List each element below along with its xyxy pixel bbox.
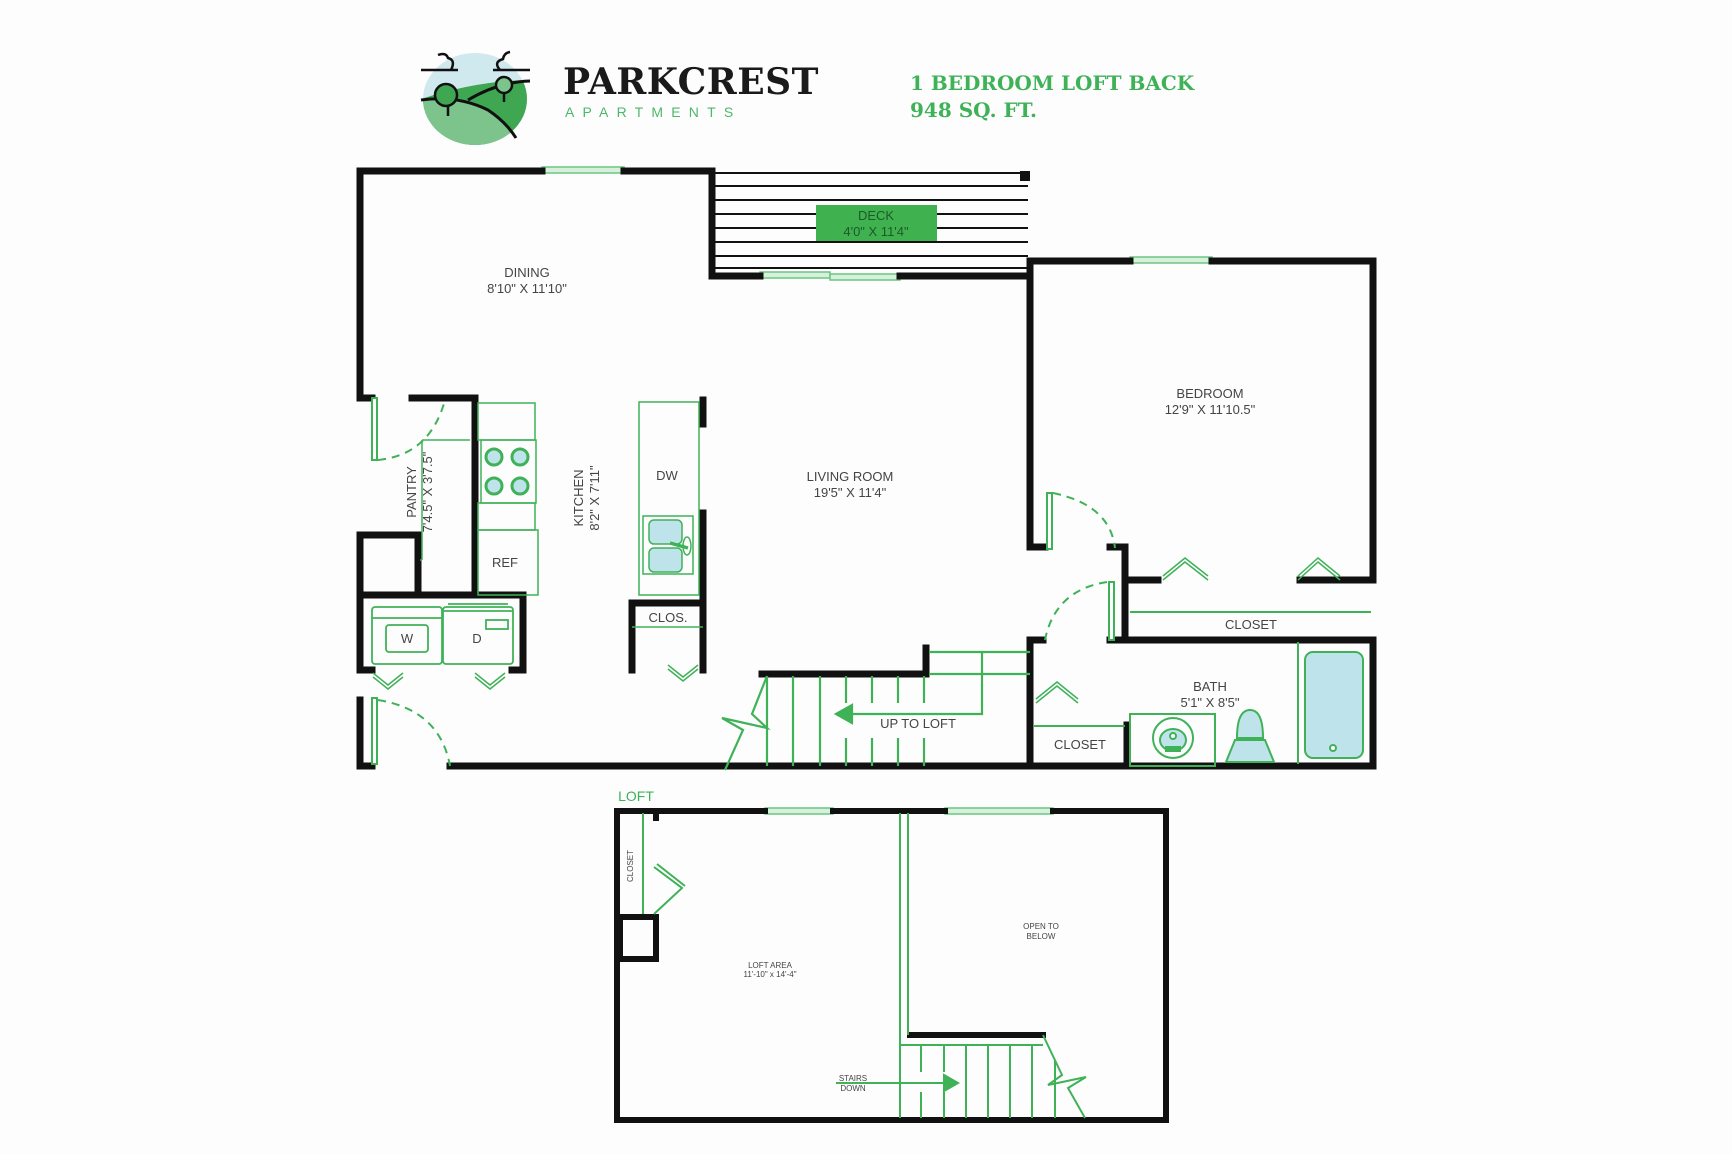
open-to-below-2: BELOW xyxy=(1027,932,1056,941)
loft-area-size: 11'-10" x 14'-4" xyxy=(743,970,796,979)
bathtub xyxy=(1304,651,1364,759)
deck xyxy=(712,172,1028,269)
washer xyxy=(371,606,443,665)
bath-label: BATH xyxy=(1193,679,1227,694)
pantry-label: PANTRY xyxy=(404,466,419,518)
deck-size: 4'0" X 11'4" xyxy=(843,224,909,239)
bath-fixtures xyxy=(1129,642,1364,767)
sink-basin xyxy=(642,515,694,575)
refrigerator xyxy=(477,529,539,596)
stairs-up-label: UP TO LOFT xyxy=(880,716,956,731)
dw-label: DW xyxy=(656,468,678,483)
stairs-down-1: STAIRS xyxy=(839,1074,867,1083)
room-labels: DINING 8'10" X 11'10" DECK 4'0" X 11'4" … xyxy=(401,208,1277,1093)
brand-name: PARKCREST xyxy=(563,61,819,103)
plan-title: 1 BEDROOM LOFT BACK 948 SQ. FT. xyxy=(910,70,1194,124)
loft-closet-label: CLOSET xyxy=(626,850,635,882)
loft-area-label: LOFT AREA xyxy=(748,961,793,970)
brand-subtitle: APARTMENTS xyxy=(565,104,742,120)
pantry-size: 7'4.5" X 3'7.5" xyxy=(420,451,435,532)
laundry-fixtures xyxy=(371,603,514,665)
deck-label-badge xyxy=(816,205,937,241)
toilet xyxy=(1235,708,1265,739)
kitchen-label: KITCHEN xyxy=(571,469,586,526)
living-room-label: LIVING ROOM xyxy=(807,469,894,484)
kitchen-fixtures xyxy=(420,401,703,628)
bedroom-label: BEDROOM xyxy=(1176,386,1243,401)
kitchen-closet-label: CLOS. xyxy=(648,610,687,625)
doors xyxy=(371,397,1116,767)
living-room-size: 19'5" X 11'4" xyxy=(814,485,887,500)
dining-label: DINING xyxy=(504,265,550,280)
hall-closet-label: CLOSET xyxy=(1054,737,1106,752)
deck-label: DECK xyxy=(858,208,894,223)
loft-title: LOFT xyxy=(618,788,654,804)
open-to-below-1: OPEN TO xyxy=(1023,922,1059,931)
dryer xyxy=(442,606,514,665)
landscape-hills-trees-icon xyxy=(420,50,531,145)
plan-area: 948 SQ. FT. xyxy=(910,98,1037,122)
washer-label: W xyxy=(401,631,414,646)
bedroom-closet-label: CLOSET xyxy=(1225,617,1277,632)
bath-size: 5'1" X 8'5" xyxy=(1180,695,1239,710)
ref-label: REF xyxy=(492,555,518,570)
bedroom-size: 12'9" X 11'10.5" xyxy=(1165,402,1256,417)
stairs-down-2: DOWN xyxy=(840,1084,866,1093)
header: PARKCREST APARTMENTS 1 BEDROOM LOFT BACK… xyxy=(0,0,1732,160)
kitchen-size: 8'2" X 7'11" xyxy=(587,465,602,531)
island-counter xyxy=(638,401,700,596)
sink-bowls xyxy=(648,519,692,573)
dining-size: 8'10" X 11'10" xyxy=(487,281,567,296)
loft-floor xyxy=(614,807,1169,1123)
plan-name: 1 BEDROOM LOFT BACK xyxy=(910,71,1195,95)
main-floor xyxy=(356,166,1377,771)
walls xyxy=(356,167,1377,770)
bifold-doors xyxy=(372,557,1341,704)
dryer-label: D xyxy=(472,631,481,646)
stairs-up xyxy=(721,650,1030,771)
stove-burners xyxy=(484,447,530,496)
